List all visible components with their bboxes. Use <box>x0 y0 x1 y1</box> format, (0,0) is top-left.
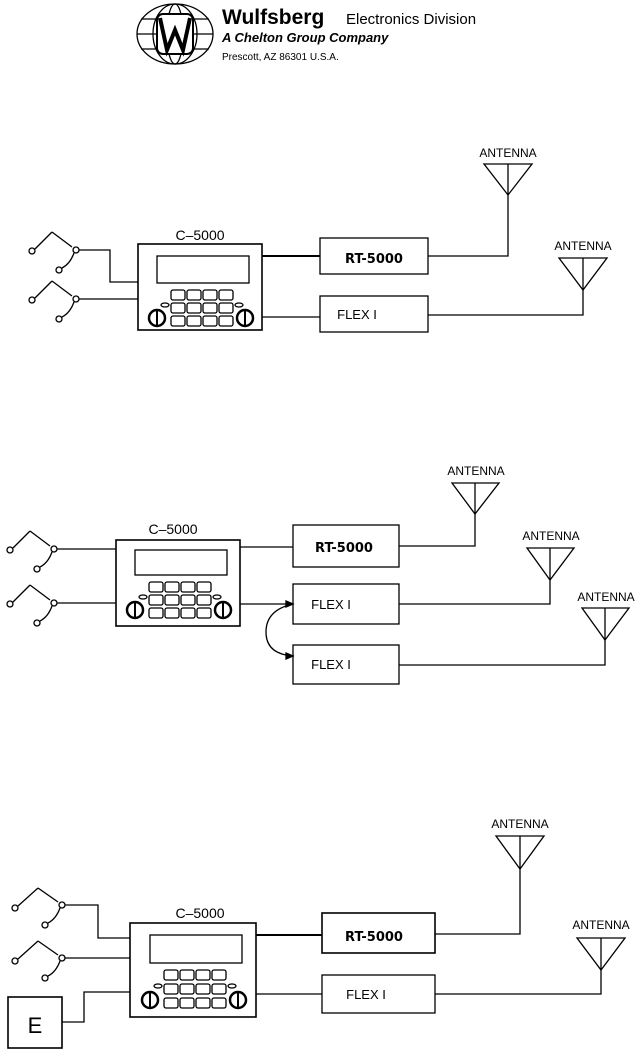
diagram-3-labels: C–5000 RT-5000 FLEX I ANTENNA ANTENNA E <box>28 817 630 1038</box>
flex-label: FLEX I <box>311 597 351 612</box>
flex-label: FLEX I <box>311 657 351 672</box>
switch-symbol <box>7 585 57 626</box>
antenna-label: ANTENNA <box>577 590 634 604</box>
company-tagline: A Chelton Group Company <box>221 30 389 45</box>
controller-label: C–5000 <box>175 905 224 921</box>
antenna-label: ANTENNA <box>554 239 611 253</box>
switch-symbol <box>29 281 79 322</box>
antenna-icon <box>484 164 532 195</box>
jumper-cable <box>266 604 293 656</box>
external-device-label: E <box>28 1013 43 1038</box>
company-name: Wulfsberg <box>222 6 324 29</box>
controller-label: C–5000 <box>148 521 197 537</box>
diagram-2-labels: C–5000 RT-5000 FLEX I FLEX I ANTENNA ANT… <box>148 464 634 672</box>
keypad <box>161 290 243 326</box>
switch-symbol <box>29 232 79 273</box>
controller-label: C–5000 <box>175 227 224 243</box>
transceiver-label: RT-5000 <box>345 930 403 945</box>
company-address: Prescott, AZ 86301 U.S.A. <box>222 52 339 63</box>
switch-symbol <box>12 941 65 981</box>
flex-label: FLEX I <box>346 987 386 1002</box>
antenna-icon <box>577 938 625 970</box>
knob-icon <box>149 310 165 326</box>
transceiver-label: RT-5000 <box>315 541 373 556</box>
c5000-controller <box>130 923 256 1017</box>
c5000-controller <box>116 540 240 626</box>
antenna-label: ANTENNA <box>479 146 536 160</box>
diagram-2 <box>7 483 629 684</box>
switch-symbol <box>12 888 65 928</box>
header-logo: Wulfsberg Electronics Division A Chelton… <box>137 4 476 64</box>
flex-label: FLEX I <box>337 307 377 322</box>
knob-icon <box>230 992 246 1008</box>
antenna-icon <box>452 483 499 514</box>
antenna-icon <box>582 608 629 640</box>
globe-logo-icon <box>137 4 213 64</box>
antenna-label: ANTENNA <box>491 817 548 831</box>
antenna-icon <box>527 548 574 580</box>
keypad <box>154 970 236 1008</box>
antenna-label: ANTENNA <box>522 529 579 543</box>
knob-icon <box>127 602 143 618</box>
antenna-icon <box>496 836 544 869</box>
knob-icon <box>142 992 158 1008</box>
knob-icon <box>237 310 253 326</box>
switch-symbol <box>7 531 57 572</box>
antenna-label: ANTENNA <box>447 464 504 478</box>
c5000-controller <box>138 244 262 330</box>
antenna-label: ANTENNA <box>572 918 629 932</box>
division-name: Electronics Division <box>346 11 476 28</box>
transceiver-label: RT-5000 <box>345 252 403 267</box>
knob-icon <box>215 602 231 618</box>
diagram-1 <box>29 164 607 332</box>
keypad <box>139 582 221 618</box>
diagram-3 <box>8 836 625 1048</box>
antenna-icon <box>559 258 607 290</box>
